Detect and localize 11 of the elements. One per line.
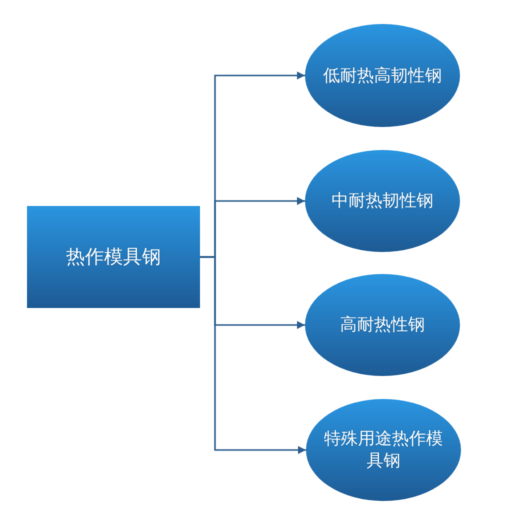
category-ellipse [305,150,460,252]
process-box [27,206,200,308]
node-label: 热作模具钢 [66,246,161,268]
node-label: 中耐热韧性钢 [332,190,434,212]
node-label: 特殊用途热作模具钢 [323,428,444,472]
category-ellipse [305,274,460,376]
node-label: 高耐热性钢 [340,314,425,336]
connector-arrow [200,256,306,454]
node-label: 低耐热高韧性钢 [323,64,442,86]
category-ellipse [306,399,461,501]
category-ellipse [305,24,460,127]
